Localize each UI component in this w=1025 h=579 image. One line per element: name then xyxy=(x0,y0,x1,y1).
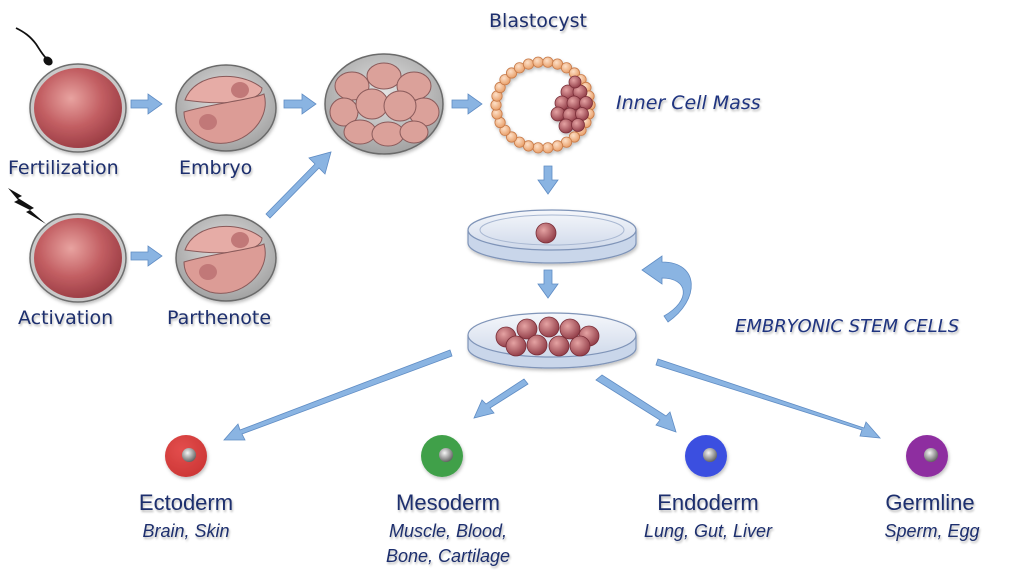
trophoblast-cell xyxy=(551,140,564,152)
arrow-to-germline xyxy=(655,358,881,439)
germline-cell xyxy=(906,435,948,477)
label-endoderm-tissues: Lung, Gut, Liver xyxy=(643,521,773,541)
arrow-to-ectoderm xyxy=(223,349,453,441)
endoderm-cell xyxy=(685,435,727,477)
label-embryo: Embryo xyxy=(179,157,253,179)
label-parthenote: Parthenote xyxy=(167,307,272,329)
fertilized-egg xyxy=(29,63,127,153)
trophoblast-cell xyxy=(532,142,544,154)
arrow-parthenote-to-morula xyxy=(265,151,332,219)
trophoblast-cell xyxy=(542,56,554,68)
mesoderm-cell xyxy=(421,435,463,477)
arrow-embryo-to-morula xyxy=(283,93,317,115)
label-blastocyst: Blastocyst xyxy=(489,10,587,32)
label-ectoderm-tissues: Brain, Skin xyxy=(142,521,230,541)
trophoblast-cell xyxy=(522,58,535,70)
trophoblast-cell xyxy=(542,142,554,154)
arrow-dish-to-dish xyxy=(537,269,559,299)
petri-dish-inner-cell-mass xyxy=(467,209,637,264)
label-activation: Activation xyxy=(18,307,114,329)
label-mesoderm-tissues-line1: Muscle, Blood, xyxy=(388,521,508,541)
petri-dish-stem-cells xyxy=(467,312,637,369)
ectoderm-cell xyxy=(165,435,207,477)
label-germline: Germline xyxy=(885,490,975,515)
trophoblast-cell xyxy=(499,74,511,86)
parthenote-two-cell xyxy=(175,214,277,302)
lightning-bolt-icon xyxy=(8,188,46,224)
sperm-icon xyxy=(15,27,53,66)
label-inner-cell-mass: Inner Cell Mass xyxy=(616,92,761,114)
label-fertilization: Fertilization xyxy=(8,157,119,179)
label-germline-tissues: Sperm, Egg xyxy=(884,521,980,541)
arrow-to-endoderm xyxy=(595,374,677,433)
label-mesoderm-tissues-line2: Bone, Cartilage xyxy=(385,546,511,566)
label-endoderm: Endoderm xyxy=(657,490,759,515)
arrow-morula-to-blastocyst xyxy=(451,93,483,115)
blastocyst xyxy=(490,56,596,154)
label-mesoderm: Mesoderm xyxy=(396,490,500,515)
arrow-fert-to-embryo xyxy=(130,93,163,115)
trophoblast-cell xyxy=(505,67,518,79)
arrow-blastocyst-to-dish xyxy=(537,165,559,195)
label-embryonic-stem-cells: EMBRYONIC STEM CELLS xyxy=(735,316,960,337)
trophoblast-cell xyxy=(568,131,581,143)
embryo-two-cell xyxy=(175,64,277,152)
trophoblast-cell xyxy=(532,56,544,68)
arrow-activation-to-parthenote xyxy=(130,245,163,267)
label-ectoderm: Ectoderm xyxy=(138,490,234,515)
morula xyxy=(324,53,444,155)
trophoblast-cell xyxy=(505,131,518,143)
trophoblast-cell xyxy=(560,62,573,74)
trophoblast-cell xyxy=(513,136,526,148)
self-renewal-arrow xyxy=(641,255,692,323)
activated-egg xyxy=(29,213,127,303)
flow-arrows xyxy=(130,93,881,441)
arrow-to-mesoderm xyxy=(473,378,529,419)
